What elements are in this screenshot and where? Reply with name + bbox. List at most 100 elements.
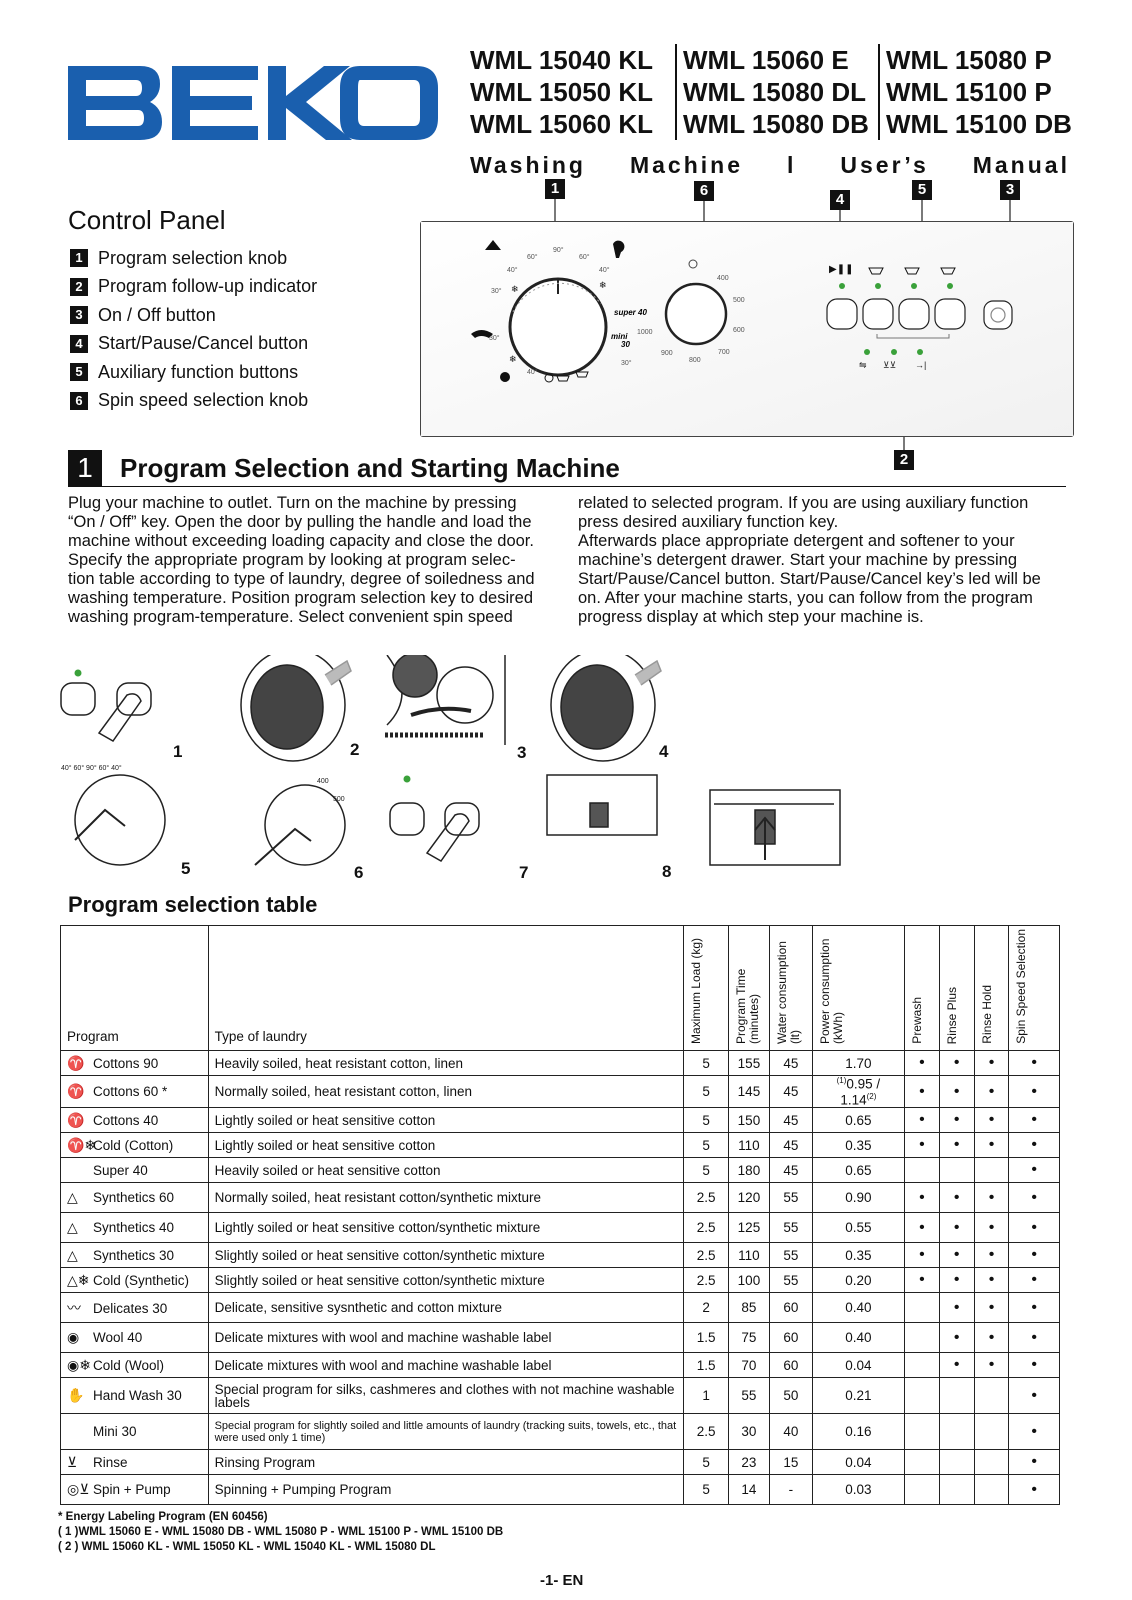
text-line: tion table according to type of laundry,… <box>68 570 535 588</box>
program-cell: △Synthetics 30 <box>60 1242 209 1268</box>
laundry-type-cell: Slightly soiled or heat sensitive cotton… <box>207 1267 685 1293</box>
text-line: press desired auxiliary function key. <box>578 513 839 531</box>
spin-label: 500 <box>733 297 745 304</box>
program-cell: 〰Delicates 30 <box>60 1292 209 1323</box>
program-time-cell: 75 <box>727 1322 770 1353</box>
laundry-type-cell: Heavily soiled, heat resistant cotton, l… <box>207 1050 685 1076</box>
step-number: 7 <box>519 863 529 882</box>
legend-number: 4 <box>70 334 88 353</box>
max-load-cell: 5 <box>683 1449 729 1475</box>
wool-cold-icon: ◉❄ <box>67 1356 91 1373</box>
spin-speed-knob[interactable] <box>664 259 728 346</box>
program-cell: ♈Cottons 90 <box>60 1050 209 1076</box>
step-number: 1 <box>173 742 183 761</box>
model: WML 15060 KL <box>470 109 654 139</box>
max-load-cell: 5 <box>683 1107 729 1133</box>
knob-label: 90° <box>553 246 564 254</box>
cotton-icon: ♈ <box>67 1054 85 1071</box>
cold-icon: ❄ <box>511 284 519 294</box>
rinse-plus-cell: • <box>938 1075 975 1108</box>
rinse-plus-cell <box>938 1377 975 1414</box>
rinse-plus-cell: • <box>938 1292 975 1323</box>
power-cell: 0.40 <box>811 1322 905 1353</box>
program-name: Rinse <box>93 1454 128 1470</box>
model: WML 15100 DB <box>878 108 1072 140</box>
water-cell: 60 <box>768 1292 813 1323</box>
program-time-cell: 30 <box>727 1413 770 1450</box>
program-cell: Super 40 <box>60 1157 209 1183</box>
rinse-plus-button[interactable] <box>898 298 930 330</box>
document-subtitle: Washing Machine l User’s Manual <box>470 152 1070 179</box>
step-6-illustration: 400 500 <box>254 778 346 866</box>
cold-icon: ❄ <box>599 280 607 290</box>
svg-text:40° 60° 90° 60° 40°: 40° 60° 90° 60° 40° <box>61 764 122 772</box>
header-max-load: Maximum Load (kg) <box>683 925 729 1051</box>
program-name: Cottons 40 <box>93 1112 159 1128</box>
laundry-type-cell: Lightly soiled or heat sensitive cotton <box>207 1107 685 1133</box>
max-load-cell: 1.5 <box>683 1352 729 1378</box>
rinse-plus-cell <box>938 1449 975 1475</box>
footnote: ( 2 ) WML 15060 KL - WML 15050 KL - WML … <box>58 1541 436 1553</box>
legend-label: On / Off button <box>98 304 216 325</box>
program-cell: △Synthetics 60 <box>60 1182 209 1213</box>
step-1-illustration <box>60 669 152 742</box>
rinse-hold-cell: • <box>973 1182 1010 1213</box>
table-header-row: Program Type of laundry Maximum Load (kg… <box>60 925 1060 1051</box>
start-pause-button[interactable] <box>826 298 858 330</box>
knob-label: 40° <box>599 266 610 274</box>
program-cell: ◉❄Cold (Wool) <box>60 1352 209 1378</box>
text-line: Afterwards place appropriate detergent a… <box>578 532 1015 550</box>
knob-label: 40° <box>507 266 518 274</box>
text-line: Start/Pause/Cancel button. Start/Pause/C… <box>578 570 1041 588</box>
svg-text:→|: →| <box>915 360 926 370</box>
rinse-plus-cell: • <box>938 1182 975 1213</box>
cotton-cold-icon: ♈❄ <box>67 1136 97 1153</box>
prewash-button[interactable] <box>862 298 894 330</box>
rinse-hold-button[interactable] <box>934 298 966 330</box>
footnote: ( 1 )WML 15060 E - WML 15080 DB - WML 15… <box>58 1526 504 1538</box>
text-line: related to selected program. If you are … <box>578 494 1029 512</box>
spin-selection-cell: • <box>1008 1377 1060 1414</box>
water-cell: 45 <box>768 1050 813 1076</box>
laundry-type-cell: Delicate, sensitive sysnthetic and cotto… <box>207 1292 685 1323</box>
program-time-cell: 55 <box>727 1377 770 1414</box>
footnotes: * Energy Labeling Program (EN 60456) ( 1… <box>58 1510 503 1555</box>
legend-label: Program selection knob <box>98 247 288 268</box>
program-cell: ◎⊻Spin + Pump <box>60 1474 209 1505</box>
laundry-type-cell: Rinsing Program <box>207 1449 685 1475</box>
program-time-cell: 70 <box>727 1352 770 1378</box>
program-cell: ♈❄Cold (Cotton) <box>60 1132 209 1158</box>
header-water: Water consumption (lt) <box>768 925 813 1051</box>
callout-4: 4 <box>830 190 850 210</box>
step-illustrations: 40° 60° 90° 60° 40° 400 500 <box>60 655 662 866</box>
program-selection-knob[interactable] <box>508 277 608 377</box>
footnote: * Energy Labeling Program (EN 60456) <box>58 1511 268 1523</box>
on-off-button[interactable] <box>983 300 1013 330</box>
max-load-cell: 2.5 <box>683 1413 729 1450</box>
text-line: Specify the appropriate program by looki… <box>68 551 516 569</box>
step-number: 2 <box>350 740 360 759</box>
power-cell: 0.55 <box>811 1212 905 1243</box>
prewash-cell <box>903 1474 940 1505</box>
power-icon <box>990 307 1006 323</box>
water-cell: 15 <box>768 1449 813 1475</box>
section-title: Program Selection and Starting Machine <box>120 452 620 483</box>
water-cell: 60 <box>768 1352 813 1378</box>
prewash-cell: • <box>903 1242 940 1268</box>
table-row: ◉❄Cold (Wool)Delicate mixtures with wool… <box>60 1352 1060 1378</box>
model: WML 15080 P <box>878 44 1052 76</box>
spin-selection-cell: • <box>1008 1242 1060 1268</box>
rinse-hold-cell: • <box>973 1322 1010 1353</box>
header-power: Power consumption (kWh) <box>811 925 905 1051</box>
max-load-cell: 2.5 <box>683 1242 729 1268</box>
table-row: △❄Cold (Synthetic)Slightly soiled or hea… <box>60 1267 1060 1293</box>
power-cell: 0.21 <box>811 1377 905 1414</box>
rinse-plus-icon <box>904 267 920 275</box>
program-time-cell: 180 <box>727 1157 770 1183</box>
power-cell: 0.90 <box>811 1182 905 1213</box>
header-type: Type of laundry <box>207 925 685 1051</box>
